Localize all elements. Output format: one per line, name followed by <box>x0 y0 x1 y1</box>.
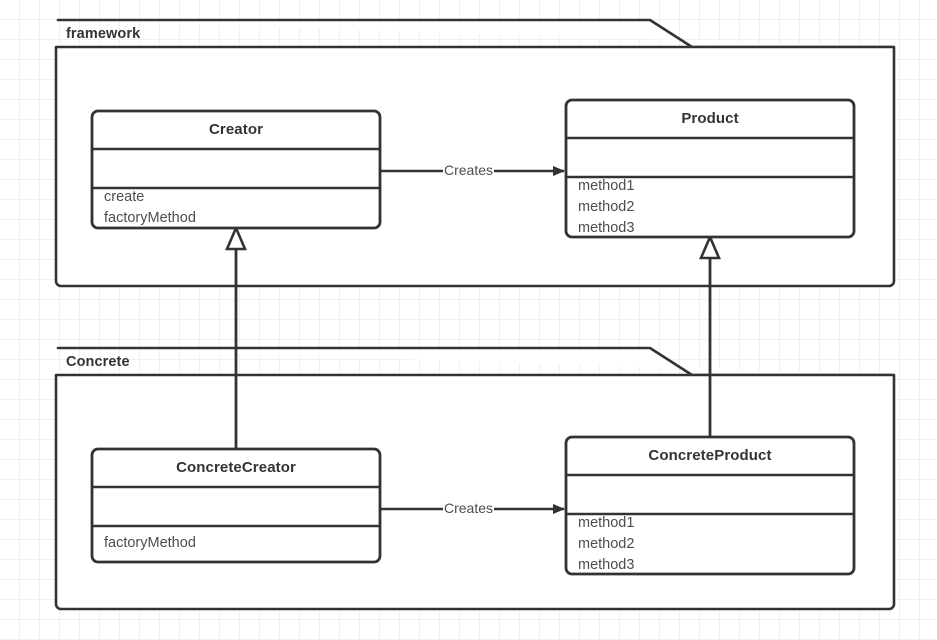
package-framework-label: framework <box>66 26 141 42</box>
class-creator-operation-factorymethod: factoryMethod <box>104 210 196 226</box>
class-concrete-creator-title: ConcreteCreator <box>176 459 296 476</box>
class-product-operation-method2: method2 <box>578 199 635 215</box>
class-concrete-creator-operation-factorymethod: factoryMethod <box>104 535 196 551</box>
class-concrete-product-title: ConcreteProduct <box>648 447 772 464</box>
class-concrete-product[interactable] <box>564 435 856 576</box>
package-concrete-label: Concrete <box>66 354 130 370</box>
class-product[interactable] <box>564 98 856 239</box>
class-creator-frame <box>90 109 382 230</box>
edge-label-creates-concrete: Creates <box>443 500 495 516</box>
edge-concretecreator-extends-creator[interactable] <box>225 224 247 449</box>
class-concrete-product-frame <box>564 435 856 576</box>
class-product-operation-method3: method3 <box>578 220 635 236</box>
class-product-title: Product <box>681 110 739 127</box>
package-concrete-tab <box>56 346 894 377</box>
package-concrete-body <box>54 373 896 611</box>
class-creator[interactable] <box>90 109 382 230</box>
hollow-triangle-arrowhead <box>225 224 247 251</box>
edge-label-creates-framework: Creates <box>443 162 495 178</box>
hollow-triangle-arrowhead <box>699 233 721 260</box>
class-concrete-product-operation-method1: method1 <box>578 515 635 531</box>
package-concrete[interactable] <box>54 346 896 611</box>
class-concrete-creator-frame <box>90 447 382 564</box>
class-product-frame <box>564 98 856 239</box>
class-creator-title: Creator <box>208 121 264 138</box>
class-concrete-creator[interactable] <box>90 447 382 564</box>
edge-concreteproduct-extends-product[interactable] <box>699 233 721 437</box>
class-concrete-product-operation-method2: method2 <box>578 536 635 552</box>
class-product-operation-method1: method1 <box>578 178 635 194</box>
class-creator-operation-create: create <box>104 189 145 205</box>
package-framework-body <box>54 45 896 288</box>
class-concrete-product-operation-method3: method3 <box>578 557 635 573</box>
package-framework[interactable] <box>54 18 896 288</box>
package-framework-tab <box>56 18 894 49</box>
